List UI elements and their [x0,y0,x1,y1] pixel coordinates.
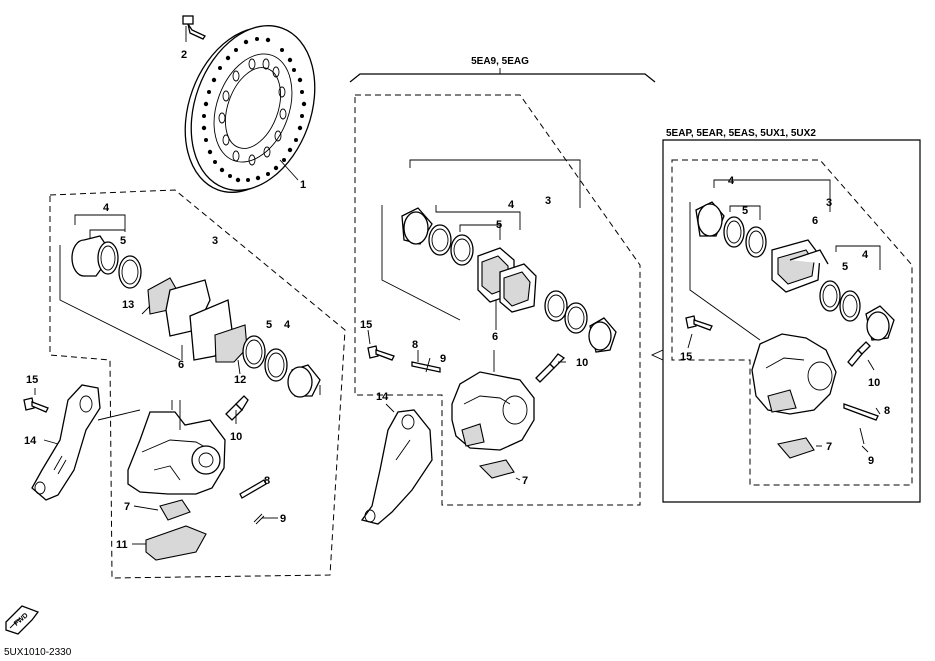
callout-4-middle: 4 [508,199,515,211]
callout-6-middle: 6 [492,331,498,343]
variant-label-5eap-5ux2: 5EAP, 5EAR, 5EAS, 5UX1, 5UX2 [666,128,816,139]
callout-5-left-b: 5 [266,319,272,331]
callout-4-left-b: 4 [284,319,291,331]
drawing-code: 5UX1010-2330 [4,647,72,658]
callout-14-middle: 14 [376,391,389,403]
callout-5-middle: 5 [496,219,502,231]
callout-8-middle: 8 [412,339,418,351]
callout-9-right: 9 [868,455,874,467]
callout-11: 11 [116,539,128,551]
callout-15-right: 15 [680,351,692,363]
callout-6-right: 6 [812,215,818,227]
callout-5-right: 5 [742,205,748,217]
callout-5-right-b: 5 [842,261,848,273]
callout-15-left: 15 [26,374,38,386]
callout-10-right: 10 [868,377,880,389]
callout-4-right: 4 [728,175,735,187]
fwd-arrow-icon: FWD [5,605,40,635]
callout-2: 2 [181,49,187,61]
callout-3-left: 3 [212,235,218,247]
callout-8-right: 8 [884,405,890,417]
callout-10-middle: 10 [576,357,588,369]
callout-7-left: 7 [124,501,130,513]
callout-3-middle: 3 [545,195,551,207]
variant-label-5ea9-5eag: 5EA9, 5EAG [471,56,529,67]
right-caliper-assembly [650,139,921,503]
callout-14-left: 14 [24,435,37,447]
callout-4-right-b: 4 [862,249,869,261]
callout-6-left: 6 [178,359,184,371]
disc-bolt [182,15,206,42]
callout-10-left: 10 [230,431,242,443]
middle-caliper-assembly [349,68,656,525]
left-caliper-assembly [23,189,346,579]
callout-3-right: 3 [826,197,832,209]
callout-8-left: 8 [264,475,270,487]
callout-13: 13 [122,299,134,311]
callout-5-left: 5 [120,235,126,247]
callout-7-middle: 7 [522,475,528,487]
callout-7-right: 7 [826,441,832,453]
brake-disc [184,25,316,193]
callout-12: 12 [234,374,246,386]
callout-4-left: 4 [103,202,110,214]
callout-1: 1 [300,179,306,191]
callout-15-middle: 15 [360,319,372,331]
callout-9-middle: 9 [440,353,446,365]
callout-9-left: 9 [280,513,286,525]
